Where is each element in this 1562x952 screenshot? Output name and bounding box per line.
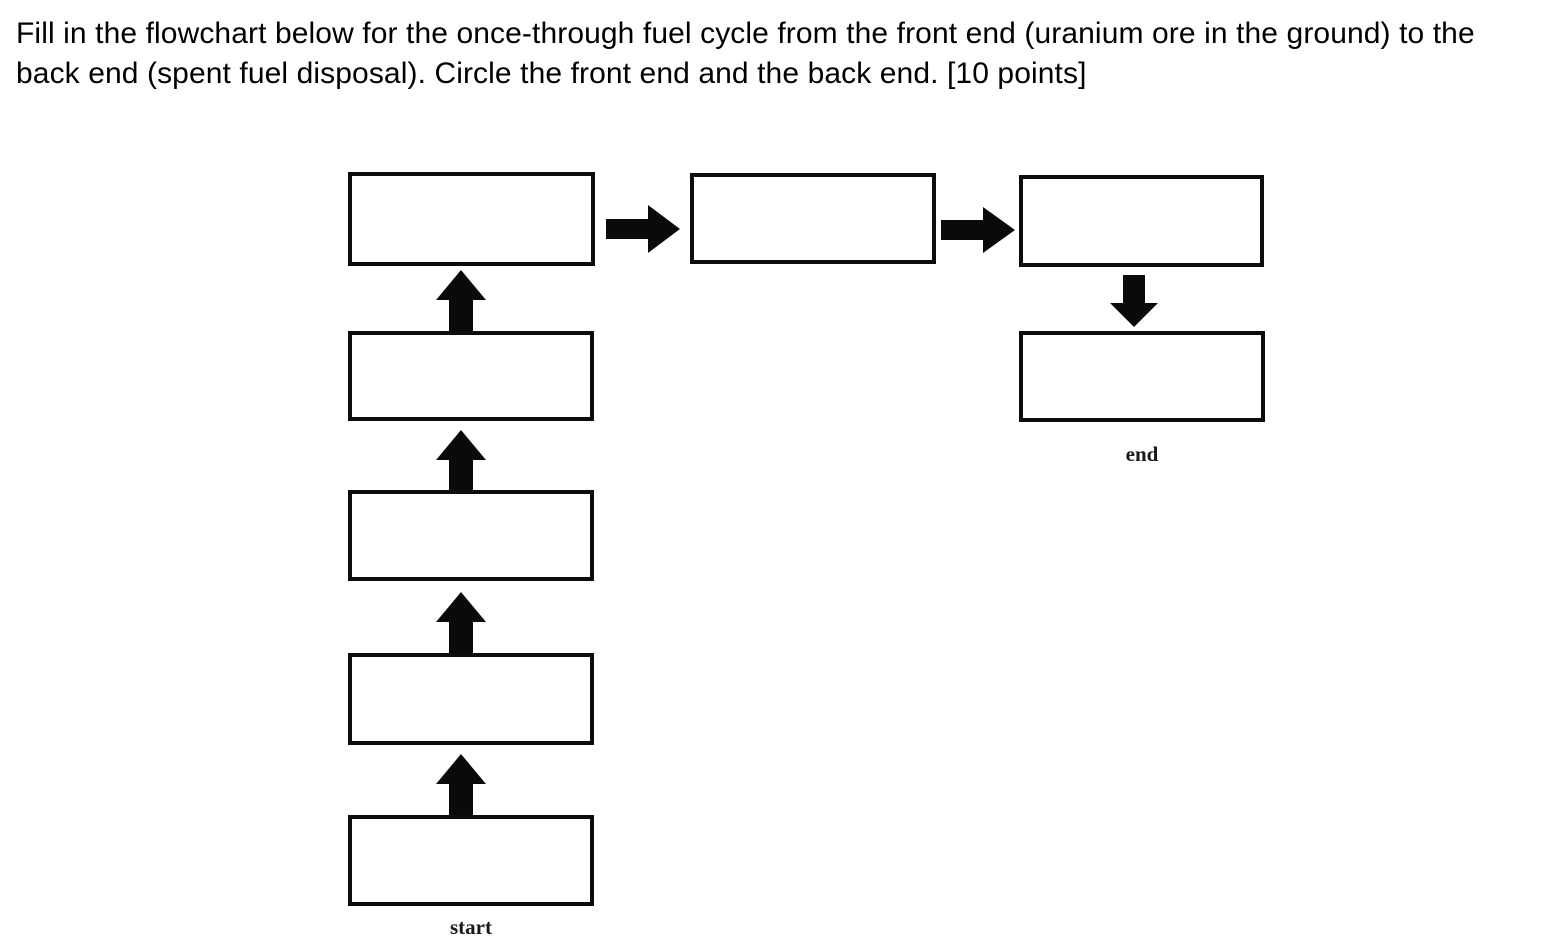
arrow-up-icon-2 [434, 430, 488, 492]
arrow-right-icon-2 [941, 205, 1015, 255]
flowchart-box-top-middle[interactable] [690, 173, 936, 264]
arrow-up-icon-1 [434, 270, 488, 332]
arrow-up-icon-4 [434, 754, 488, 816]
start-label: start [450, 915, 492, 939]
flowchart-box-left-4[interactable] [348, 653, 594, 745]
flowchart-box-left-2[interactable] [348, 331, 594, 421]
end-label: end [1125, 442, 1159, 466]
arrow-right-icon-1 [606, 203, 680, 255]
question-prompt: Fill in the flowchart below for the once… [16, 17, 1484, 91]
flowchart-box-bottom-right[interactable] [1019, 331, 1265, 422]
flowchart-box-left-3[interactable] [348, 490, 594, 581]
flowchart-box-left-5[interactable] [348, 815, 594, 906]
arrow-down-icon-1 [1108, 275, 1160, 327]
flowchart-box-top-right[interactable] [1019, 175, 1264, 267]
arrow-up-icon-3 [434, 592, 488, 654]
flowchart-box-left-1[interactable] [348, 172, 595, 266]
